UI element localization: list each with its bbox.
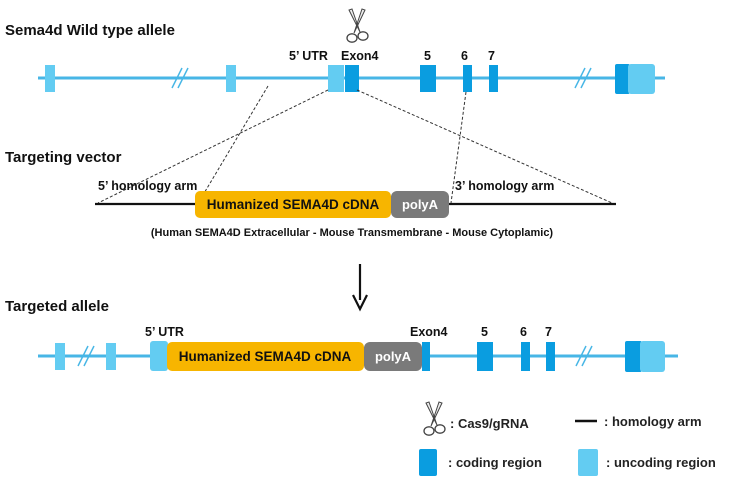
down-arrow-icon <box>352 264 368 312</box>
ta-utr-block <box>150 341 168 371</box>
wt-exon6-label: 6 <box>461 49 468 63</box>
ta-exon7 <box>546 342 555 371</box>
wt-exon4-label: Exon4 <box>341 49 379 63</box>
wt-utr-block <box>328 65 344 92</box>
ta-cdna-box <box>167 342 364 371</box>
legend-cas9-label: : Cas9/gRNA <box>450 416 529 431</box>
left-arm-label: 5’ homology arm <box>98 179 197 193</box>
legend-homology-arm-label: : homology arm <box>604 414 702 429</box>
ta-exon5-label: 5 <box>481 325 488 339</box>
ta-polya-box <box>364 342 422 371</box>
vector-cdna-box <box>195 191 391 218</box>
ta-uncoding-exon-2 <box>106 343 116 370</box>
ta-last-uncoding <box>640 341 665 372</box>
vector-caption: (Human SEMA4D Extracellular - Mouse Tran… <box>151 227 554 239</box>
wt-utr-label: 5’ UTR <box>289 49 328 63</box>
ta-utr-label: 5’ UTR <box>145 325 184 339</box>
axis-break <box>77 345 593 367</box>
wt-exon7 <box>489 65 498 92</box>
wt-last-uncoding <box>628 64 655 94</box>
ta-exon4 <box>422 342 430 371</box>
wild-type-title: Sema4d Wild type allele <box>5 22 175 39</box>
ta-exon6 <box>521 342 530 371</box>
wt-exon6 <box>463 65 472 92</box>
legend-uncoding-swatch <box>578 449 598 476</box>
legend-scissors-icon <box>423 401 446 436</box>
ta-exon4-label: Exon4 <box>410 325 448 339</box>
scissors-icon <box>346 8 369 43</box>
ta-cdna-label: Humanized SEMA4D cDNA <box>179 349 352 364</box>
wt-last-coding <box>615 64 630 94</box>
wt-exon4 <box>345 65 359 92</box>
legend-uncoding-label: : uncoding region <box>606 455 716 470</box>
legend-coding-label: : coding region <box>448 455 542 470</box>
wt-uncoding-exon-1 <box>45 65 55 92</box>
right-arm-label: 3’ homology arm <box>455 179 554 193</box>
ta-exon6-label: 6 <box>520 325 527 339</box>
vector-title: Targeting vector <box>5 149 122 166</box>
legend: : Cas9/gRNA : homology arm : coding regi… <box>419 401 716 476</box>
ta-exon5 <box>477 342 493 371</box>
ta-uncoding-exon-1 <box>55 343 65 370</box>
homology-guide-lines <box>97 85 613 204</box>
wt-exon7-label: 7 <box>488 49 495 63</box>
targeted-title: Targeted allele <box>5 298 109 315</box>
wt-uncoding-exon-2 <box>226 65 236 92</box>
vector-cdna-label: Humanized SEMA4D cDNA <box>207 197 380 212</box>
legend-coding-swatch <box>419 449 437 476</box>
ta-exon7-label: 7 <box>545 325 552 339</box>
vector-polya-box <box>391 191 449 218</box>
ta-last-coding <box>625 341 642 372</box>
wt-exon5-label: 5 <box>424 49 431 63</box>
ta-polya-label: polyA <box>375 349 412 364</box>
vector-polya-label: polyA <box>402 197 439 212</box>
axis-break <box>171 67 592 89</box>
wt-exon5 <box>420 65 436 92</box>
